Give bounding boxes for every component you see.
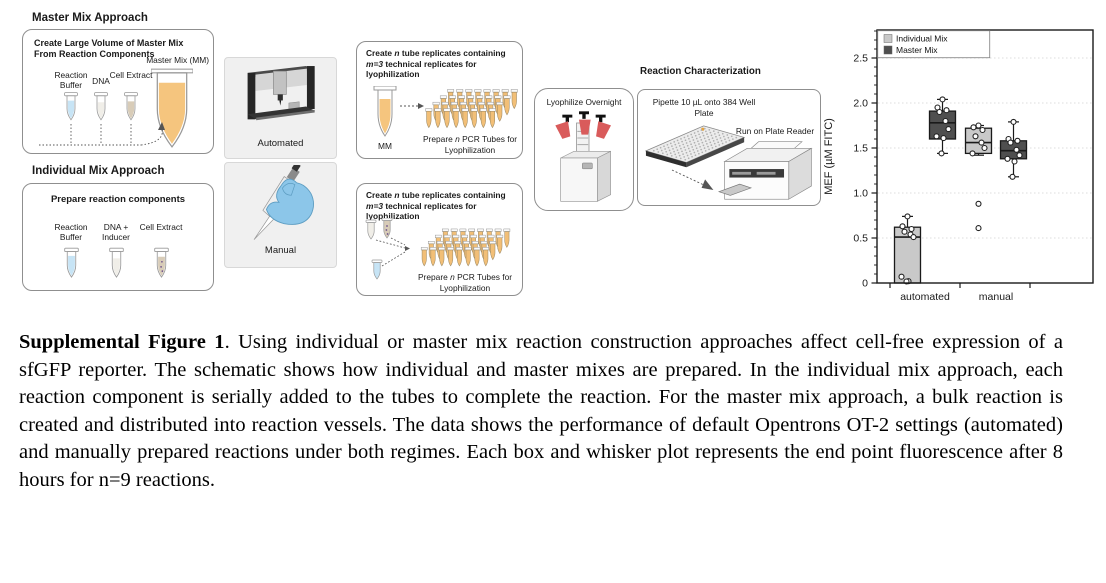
svg-text:manual: manual (979, 291, 1013, 303)
lyophilizer-icon (555, 111, 611, 202)
pipette-hand-icon (253, 165, 314, 240)
svg-text:automated: automated (900, 291, 950, 303)
pcr-tube-array (415, 214, 517, 272)
dna-tube-icon (94, 92, 108, 121)
lyophilize-label: Lyophilize Overnight (546, 97, 622, 107)
svg-text:2.5: 2.5 (853, 53, 868, 65)
dashed-arrow-icon (400, 103, 424, 109)
master-mix-approach-title: Master Mix Approach (32, 12, 148, 24)
mm-tube-icon (373, 86, 397, 137)
well-plate-icon (644, 125, 746, 168)
liquid-handler-robot-icon (247, 66, 315, 121)
reaction-buffer-label: Reaction Buffer (54, 222, 88, 243)
dna-inducer-tube-icon (109, 247, 124, 278)
svg-text:Individual Mix: Individual Mix (896, 34, 948, 44)
individual-mix-panel: Prepare reaction components Reaction Buf… (22, 183, 214, 291)
svg-text:0: 0 (862, 278, 868, 290)
cell-extract-label: Cell Extract (109, 70, 153, 80)
dashed-arrow-icon (671, 169, 714, 190)
reaction-buffer-label: Reaction Buffer (54, 70, 88, 91)
automated-panel: Automated (224, 57, 337, 159)
individual-mix-approach-title: Individual Mix Approach (32, 165, 165, 177)
caption-label: Supplemental Figure 1 (19, 331, 225, 353)
dna-label: DNA (92, 76, 110, 86)
cell-extract-label: Cell Extract (139, 222, 183, 232)
plate-reader-icon (718, 141, 813, 200)
caption-body: . Using individual or master mix reactio… (19, 331, 1063, 491)
replicates-master-panel: Create n tube replicates containing m=3 … (356, 41, 523, 159)
manual-panel: Manual (224, 162, 337, 268)
svg-text:MEF (µM FITC): MEF (µM FITC) (823, 118, 835, 195)
manual-label: Manual (264, 245, 297, 256)
automated-label: Automated (257, 138, 304, 149)
reaction-buffer-tube-icon (64, 247, 79, 278)
pipette-step-label: Pipette 10 µL onto 384 Well Plate (652, 97, 756, 118)
pcr-tubes-caption: Prepare n PCR Tubes for Lyophilization (417, 272, 513, 293)
replicates-individual-panel: Create n tube replicates containing m=3 … (356, 183, 523, 296)
replicates-heading: Create n tube replicates containing m=3 … (366, 48, 506, 79)
svg-text:2.0: 2.0 (853, 98, 868, 110)
dna-inducer-label: DNA + Inducer (102, 222, 130, 243)
master-mix-heading: Create Large Volume of Master Mix From R… (34, 38, 184, 60)
svg-text:1.5: 1.5 (853, 143, 868, 155)
svg-text:1.0: 1.0 (853, 188, 868, 200)
pcr-tube-array (423, 74, 521, 134)
replicates-heading: Create n tube replicates containing m=3 … (366, 190, 506, 221)
lyophilize-panel: Lyophilize Overnight (534, 88, 634, 211)
master-mix-tube-icon (151, 68, 193, 148)
characterization-panel: Pipette 10 µL onto 384 Well Plate Run on… (637, 89, 821, 206)
figure-caption: Supplemental Figure 1. Using individual … (19, 329, 1063, 494)
svg-text:0.5: 0.5 (853, 233, 868, 245)
individual-mix-heading: Prepare reaction components (50, 194, 186, 205)
master-mix-panel: Create Large Volume of Master Mix From R… (22, 29, 214, 154)
box-plot-chart: 0 0.5 1.0 1.5 2.0 2.5 automated manual MEF (µM F… (823, 29, 1094, 303)
master-mix-dashed-flow-arrow (39, 122, 165, 146)
reaction-characterization-title: Reaction Characterization (640, 66, 761, 77)
svg-text:Master Mix: Master Mix (896, 45, 938, 55)
cell-extract-tube-icon (154, 247, 169, 278)
reader-step-label: Run on Plate Reader (735, 126, 815, 136)
pcr-tubes-caption: Prepare n PCR Tubes for Lyophilization (422, 134, 518, 155)
component-tubes-icon (365, 218, 410, 280)
cell-extract-tube-icon (124, 92, 138, 121)
reaction-buffer-tube-icon (64, 92, 78, 121)
mm-label: MM (378, 141, 392, 151)
master-mix-result-label: Master Mix (MM) (146, 55, 209, 65)
